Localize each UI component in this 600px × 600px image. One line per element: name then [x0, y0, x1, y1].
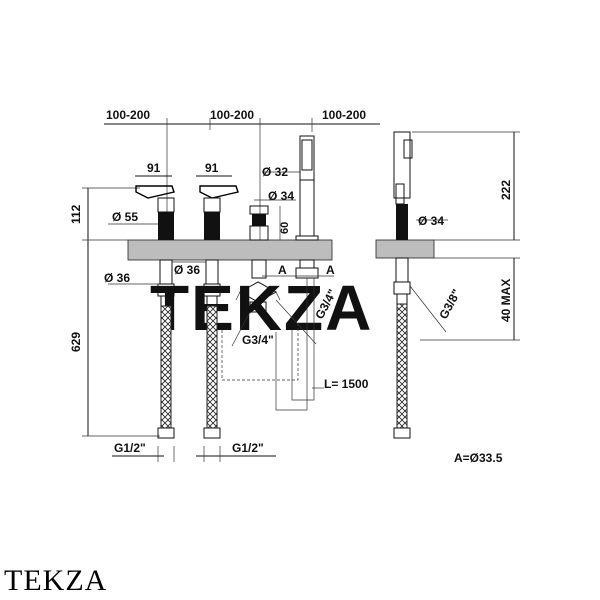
thread-g12-right-label: G1/2" — [232, 441, 264, 455]
handle-width-label-1: 91 — [147, 161, 161, 175]
left-valve — [135, 185, 175, 439]
diameter-36-left-label: Ø 36 — [104, 271, 130, 285]
side-view — [375, 131, 520, 439]
spacing-dimensions: 100-200 100-200 100-200 — [104, 108, 380, 240]
side-thread-label: G3/8" — [436, 287, 463, 322]
diameter-36-mid-label: Ø 36 — [174, 263, 200, 277]
diameter-55-label: Ø 55 — [112, 210, 138, 224]
thread-g34-label-b: G3/4" — [242, 333, 274, 347]
side-max-label: 40 MAX — [499, 279, 513, 322]
hose-outline — [221, 322, 299, 381]
middle-valve — [199, 185, 239, 439]
side-diameter-34-label: Ø 34 — [418, 214, 444, 228]
diverter-valve — [235, 205, 281, 313]
side-height-222-label: 222 — [499, 180, 513, 200]
hand-shower — [275, 135, 319, 411]
deck-plate — [127, 239, 333, 261]
thread-g12-left-label: G1/2" — [114, 441, 146, 455]
brand-logo: TEKZA — [4, 564, 108, 597]
left-height-dimensions: 112 629 — [69, 187, 160, 437]
spacing-label-3: 100-200 — [322, 108, 366, 122]
handle-width-label-2: 91 — [205, 161, 219, 175]
handle-width-dimensions: 91 91 — [135, 161, 232, 177]
hose-length-label: L= 1500 — [324, 377, 369, 391]
spacing-label-2: 100-200 — [210, 108, 254, 122]
bottom-thread-dimensions: G1/2" G1/2" — [112, 441, 276, 462]
section-a-right-label: A — [326, 263, 335, 277]
diameter-32-label: Ø 32 — [262, 165, 288, 179]
section-note-label: A=Ø33.5 — [454, 451, 503, 465]
depth-60-label: 60 — [279, 222, 291, 234]
height-above-deck-label: 112 — [69, 204, 83, 224]
diameter-34-front-label: Ø 34 — [268, 189, 294, 203]
leader-lines — [108, 171, 334, 389]
spacing-label-1: 100-200 — [106, 108, 150, 122]
section-a-left-label: A — [278, 263, 287, 277]
total-height-label: 629 — [69, 332, 83, 352]
